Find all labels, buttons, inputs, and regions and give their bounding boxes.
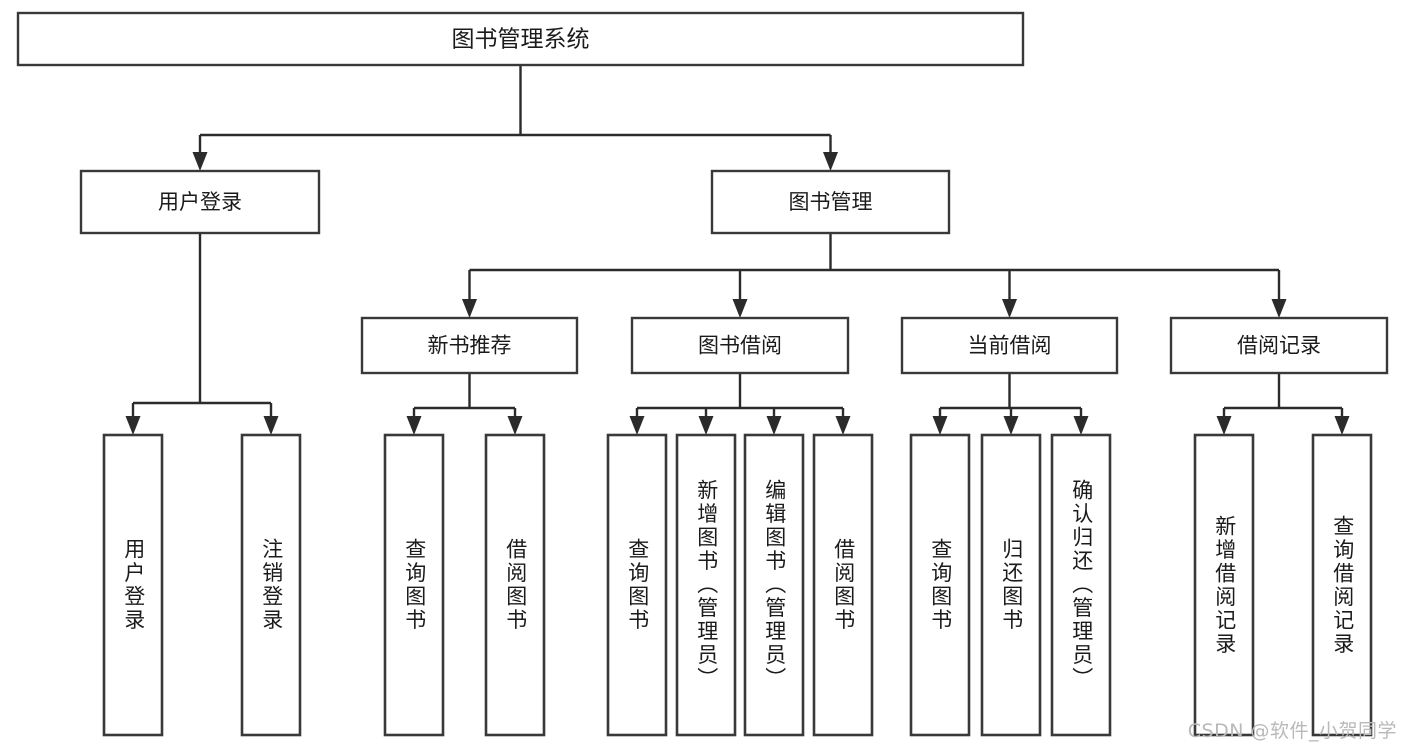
arrow-head-icon-bookmgmt-2 <box>1002 299 1017 318</box>
node-leaf-box-add-book-admin[interactable] <box>675 433 737 737</box>
node-leaf-box-confirm-return-admin[interactable] <box>1050 433 1112 737</box>
node-leaf-box-query-borrow-record[interactable] <box>1311 433 1373 737</box>
arrow-head-icon-bookborrow-0 <box>629 416 645 435</box>
arrow-head-icon-currentborrow-2 <box>1073 416 1089 435</box>
node-leaf-box-add-borrow-record[interactable] <box>1193 433 1255 737</box>
node-leaf-box-borrow-book[interactable] <box>812 433 874 737</box>
node-level2-label-new-book-recommend: 新书推荐 <box>428 334 512 358</box>
arrow-head-icon-bookmgmt-0 <box>462 299 477 318</box>
arrow-head-icon-borrowrecord-0 <box>1216 416 1232 435</box>
arrow-head-icon-userlogin-1 <box>263 416 279 435</box>
node-leaf-box-query-books-new[interactable] <box>383 433 445 737</box>
arrow-head-icon-userlogin-0 <box>125 416 141 435</box>
arrow-head-icon-currentborrow-0 <box>932 416 948 435</box>
arrow-head-icon-bookborrow-2 <box>766 416 782 435</box>
node-boxes-layer <box>16 11 1389 737</box>
node-leaf-box-return-book[interactable] <box>980 433 1042 737</box>
arrow-head-icon-bookmgmt-3 <box>1271 299 1287 318</box>
node-leaf-box-edit-book-admin[interactable] <box>743 433 805 737</box>
node-level2-label-current-borrow: 当前借阅 <box>968 334 1052 358</box>
node-leaf-box-query-books-current[interactable] <box>909 433 971 737</box>
csdn-watermark: CSDN @软件_小贺同学 <box>1187 720 1397 742</box>
arrow-head-icon-root-0 <box>192 152 208 171</box>
node-leaf-box-user-login-leaf[interactable] <box>102 433 164 737</box>
arrow-head-icon-borrowrecord-1 <box>1334 416 1350 435</box>
node-level1-label-book-management: 图书管理 <box>789 190 873 214</box>
node-level2-label-borrow-record: 借阅记录 <box>1237 334 1321 358</box>
arrow-head-icon-bookmgmt-1 <box>732 299 748 318</box>
node-level2-box-borrow-record[interactable] <box>1169 316 1389 375</box>
node-level1-box-user-login[interactable] <box>79 169 321 235</box>
arrow-head-icon-root-1 <box>823 152 838 171</box>
arrow-head-icon-bookborrow-3 <box>835 416 851 435</box>
node-level2-label-book-borrow: 图书借阅 <box>698 334 782 358</box>
node-level1-box-book-management[interactable] <box>710 169 951 235</box>
arrow-head-icon-newbook-0 <box>406 416 422 435</box>
node-root-label: 图书管理系统 <box>452 27 590 53</box>
connector-links-layer <box>125 65 1350 435</box>
arrow-head-icon-bookborrow-1 <box>698 416 714 435</box>
node-root-box[interactable] <box>16 11 1025 67</box>
node-level2-box-new-book-recommend[interactable] <box>360 316 579 375</box>
arrow-head-icon-currentborrow-1 <box>1003 416 1019 435</box>
node-leaf-box-borrow-books-new[interactable] <box>484 433 546 737</box>
node-leaf-box-user-logout-leaf[interactable] <box>240 433 302 737</box>
arrow-head-icon-newbook-1 <box>507 416 523 435</box>
node-level2-box-book-borrow[interactable] <box>630 316 850 375</box>
node-leaf-box-query-books-borrow[interactable] <box>606 433 668 737</box>
node-level2-box-current-borrow[interactable] <box>900 316 1119 375</box>
node-level1-label-user-login: 用户登录 <box>158 190 242 214</box>
